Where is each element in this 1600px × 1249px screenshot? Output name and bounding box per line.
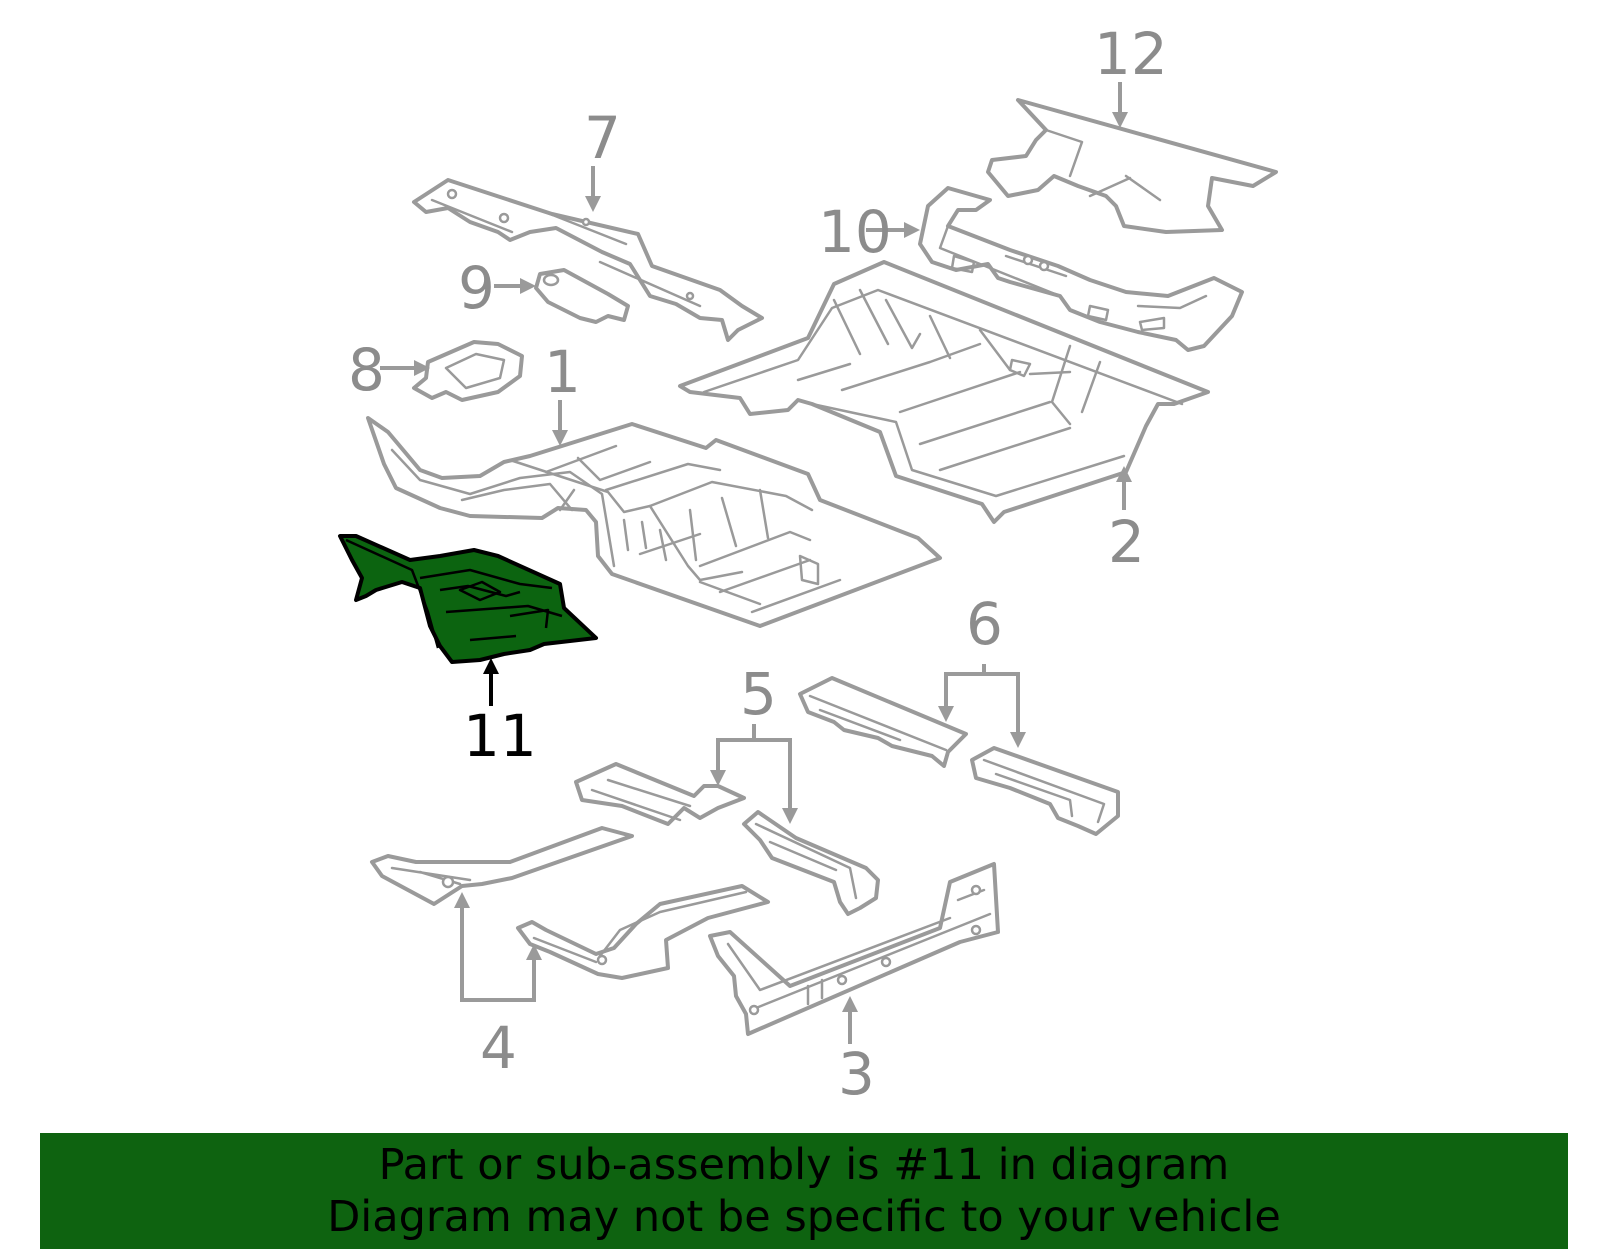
part-8[interactable] <box>412 340 524 402</box>
leader-lines <box>380 82 1132 1044</box>
callout-11: 11 <box>463 702 537 770</box>
callout-1: 1 <box>544 338 581 406</box>
callout-4: 4 <box>480 1014 517 1082</box>
callout-labels: 12 7 10 9 8 1 2 6 5 4 3 11 <box>348 20 1168 1108</box>
part-1[interactable] <box>366 416 942 628</box>
callout-5: 5 <box>740 660 777 728</box>
info-banner: Part or sub-assembly is #11 in diagram D… <box>40 1133 1568 1249</box>
part-6b[interactable] <box>970 746 1120 836</box>
part-11[interactable] <box>338 534 598 664</box>
callout-6: 6 <box>966 590 1003 658</box>
banner-line-2: Diagram may not be specific to your vehi… <box>327 1192 1281 1242</box>
banner-line-1: Part or sub-assembly is #11 in diagram <box>378 1140 1230 1190</box>
callout-10: 10 <box>818 198 892 266</box>
part-3[interactable] <box>708 862 1000 1036</box>
part-10[interactable] <box>918 186 1244 352</box>
part-12[interactable] <box>986 98 1278 234</box>
callout-12: 12 <box>1094 20 1168 88</box>
leader-11 <box>483 658 499 706</box>
callout-7: 7 <box>584 104 621 172</box>
part-9[interactable] <box>534 268 630 324</box>
callout-9: 9 <box>458 254 495 322</box>
part-4a[interactable] <box>370 826 634 906</box>
part-5b[interactable] <box>742 810 880 916</box>
part-6a[interactable] <box>798 676 968 768</box>
callout-3: 3 <box>838 1040 875 1108</box>
part-2[interactable] <box>678 260 1210 524</box>
callout-8: 8 <box>348 336 385 404</box>
part-4b[interactable] <box>516 884 770 980</box>
part-7[interactable] <box>412 178 764 342</box>
part-5a[interactable] <box>574 762 746 826</box>
callout-2: 2 <box>1108 508 1145 576</box>
